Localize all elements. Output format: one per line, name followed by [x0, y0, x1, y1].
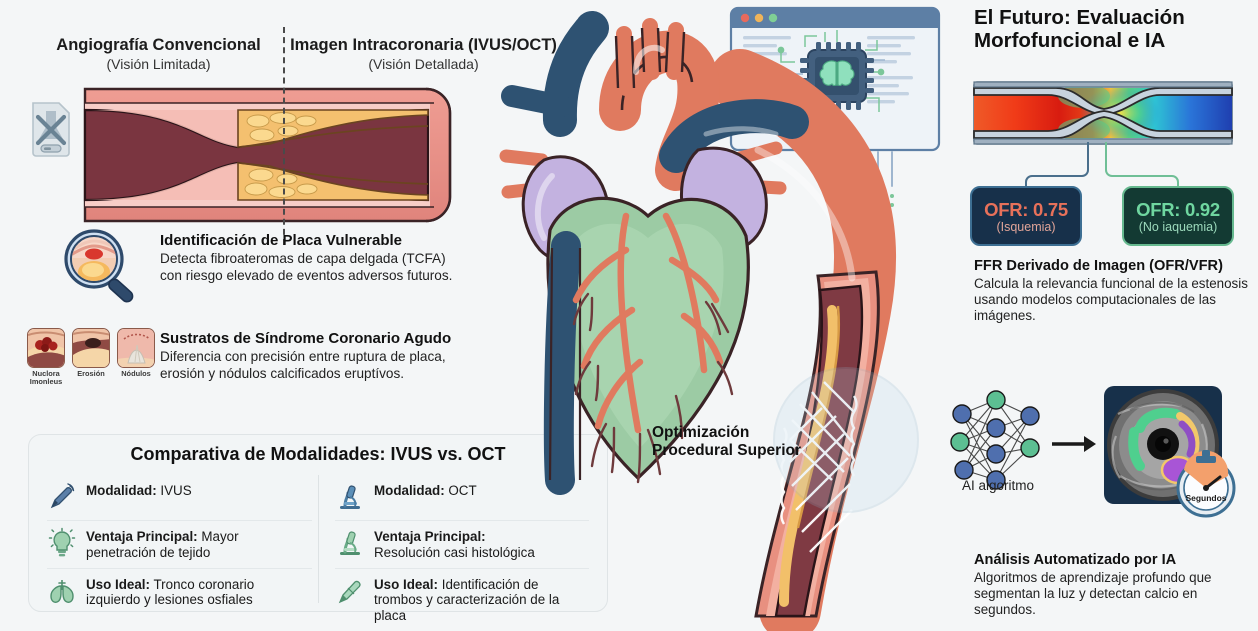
right-column: El Futuro: Evaluación Morfofuncional e I… [960, 0, 1258, 622]
lightbulb-icon [47, 527, 77, 559]
ofr-no-ischemia-value: OFR: 0.92 [1136, 198, 1220, 220]
oct-modality-text: Modalidad: OCT [374, 481, 477, 499]
substrate-label-rupture: Nuclora Imonleus [29, 369, 63, 386]
left-column: Angiografía Convencional (Visión Limitad… [27, 27, 608, 623]
ai-segmentation-panel: Segundos [944, 384, 1254, 520]
ivus-modality-text: Modalidad: IVUS [86, 481, 192, 499]
stopwatch-icon: Segundos [1176, 450, 1236, 518]
ofr-ischemia-value: OFR: 0.75 [984, 198, 1068, 220]
stopwatch-label: Segundos [1185, 493, 1226, 503]
center-column: Optimización Procedural Superior [440, 0, 960, 631]
ivus-modality-value: IVUS [156, 483, 192, 498]
heart-coronary-illustration [440, 10, 940, 631]
procedural-optimization-label: Optimización Procedural Superior [652, 424, 802, 459]
calcified-nodule-thumb [117, 328, 155, 368]
oct-advantage-label: Ventaja Principal: [374, 529, 486, 544]
plaque-substrate-icons: Nuclora Imonleus Erosión Nódulos [27, 328, 155, 396]
xray-document-icon [30, 99, 72, 157]
oct-use-value: Identificación de trombos y caracterizac… [374, 576, 560, 624]
oct-modality-label: Modalidad: [374, 483, 445, 498]
view-divider-dashed-line [283, 27, 285, 245]
ivus-use-row: Uso Ideal: Tronco coronario izquierdo y … [47, 569, 312, 616]
vulnerable-plaque-title: Identificación de Placa Vulnerable [160, 232, 403, 249]
modality-comparison-grid: Modalidad: IVUS [41, 475, 595, 623]
ivus-use-label: Uso Ideal: [86, 576, 150, 592]
oct-catheter-icon [335, 575, 365, 607]
ivus-advantage-row: Ventaja Principal: Mayor penetración de … [47, 521, 312, 569]
ivus-modality-label: Modalidad: [86, 483, 157, 498]
vulnerable-plaque-body: Detecta fibroateromas de capa delgada (T… [160, 251, 453, 283]
ivus-advantage-text: Ventaja Principal: Mayor penetración de … [86, 527, 312, 561]
acute-coronary-substrate-bullet: Sustratos de Síndrome Coronario Agudo Di… [160, 330, 490, 382]
ofr-badge-group: OFR: 0.75 (Isquemia) OFR: 0.92 (No iaque… [970, 186, 1238, 252]
vulnerable-plaque-bullet: Identificación de Placa Vulnerable Detec… [160, 232, 460, 284]
ai-body: Algoritmos de aprendizaje profundo que s… [974, 569, 1212, 618]
conventional-angiography-title: Angiografía Convencional [56, 36, 261, 54]
ai-title: Análisis Automatizado por IA [974, 552, 1177, 568]
acute-coronary-substrate-body: Diferencia con precisión entre ruptura d… [160, 349, 446, 381]
oct-modality-value: OCT [444, 483, 477, 498]
plaque-rupture-thumb [27, 328, 65, 368]
acute-coronary-substrate-title: Sustratos de Síndrome Coronario Agudo [160, 330, 452, 347]
cfd-pressure-heatmap-vessel [973, 81, 1233, 145]
conventional-angiography-header: Angiografía Convencional (Visión Limitad… [36, 36, 281, 72]
microscope-icon [335, 527, 365, 559]
ofr-no-ischemia-badge: OFR: 0.92 (No iaquemia) [1122, 186, 1234, 246]
vessel-cross-section-diagram [30, 27, 452, 245]
arrow-right-icon [1052, 436, 1096, 452]
ffr-body: Calcula la relevancia funcional de la es… [974, 275, 1248, 324]
angiography-comparison-header: Angiografía Convencional (Visión Limitad… [36, 36, 557, 88]
ivus-modality-row: Modalidad: IVUS [47, 475, 312, 521]
oct-modality-row: Modalidad: OCT [335, 475, 589, 521]
oct-column: Modalidad: OCT Ventaja Pr [318, 475, 595, 623]
future-section-title: El Futuro: Evaluación Morfofuncional e I… [974, 6, 1185, 53]
oct-use-row: Uso Ideal: Identificación de trombos y c… [335, 569, 589, 631]
ffr-description-block: FFR Derivado de Imagen (OFR/VFR) Calcula… [974, 258, 1258, 324]
ivus-column: Modalidad: IVUS [41, 475, 318, 607]
oct-use-text: Uso Ideal: Identificación de trombos y c… [374, 575, 589, 624]
intracoronary-imaging-header: Imagen Intracoronaria (IVUS/OCT) (Visión… [281, 36, 566, 72]
ivus-use-text: Uso Ideal: Tronco coronario izquierdo y … [86, 575, 312, 609]
microscope-icon [335, 481, 365, 513]
ivus-use-value: Tronco coronario izquierdo y lesiones os… [86, 576, 255, 608]
intracoronary-imaging-subtitle: (Visión Detallada) [368, 56, 479, 72]
badge-connector-lines [1025, 142, 1179, 190]
ofr-ischemia-badge: OFR: 0.75 (Isquemia) [970, 186, 1082, 246]
oct-use-label: Uso Ideal: [374, 576, 438, 592]
oct-advantage-text: Ventaja Principal: Resolución casi histo… [374, 527, 535, 561]
plaque-erosion-thumb [72, 328, 110, 368]
substrate-label-erosion: Erosión [77, 369, 105, 378]
ofr-no-ischemia-status: (No iaquemia) [1138, 219, 1218, 234]
ai-description-block: Análisis Automatizado por IA Algoritmos … [974, 552, 1258, 618]
ivus-advantage-value: Mayor penetración de tejido [86, 529, 239, 560]
conventional-angiography-subtitle: (Visión Limitada) [106, 56, 211, 72]
magnifier-plaque-icon [57, 228, 149, 303]
modality-comparison-card: Comparativa de Modalidades: IVUS vs. OCT… [28, 434, 608, 623]
modality-comparison-title: Comparativa de Modalidades: IVUS vs. OCT [130, 444, 506, 464]
ffr-title: FFR Derivado de Imagen (OFR/VFR) [974, 258, 1223, 274]
oct-advantage-row: Ventaja Principal: Resolución casi histo… [335, 521, 589, 569]
ultrasound-probe-icon [47, 481, 77, 513]
ofr-ischemia-status: (Isquemia) [996, 219, 1056, 234]
ivus-advantage-label: Ventaja Principal: [86, 529, 198, 544]
ai-algorithm-label: AI algoritmo [962, 478, 1035, 493]
intracoronary-imaging-title: Imagen Intracoronaria (IVUS/OCT) [290, 36, 557, 54]
lungs-icon [47, 575, 77, 607]
substrate-label-nodules: Nódulos [121, 369, 151, 378]
oct-advantage-value: Resolución casi histológica [374, 544, 535, 560]
